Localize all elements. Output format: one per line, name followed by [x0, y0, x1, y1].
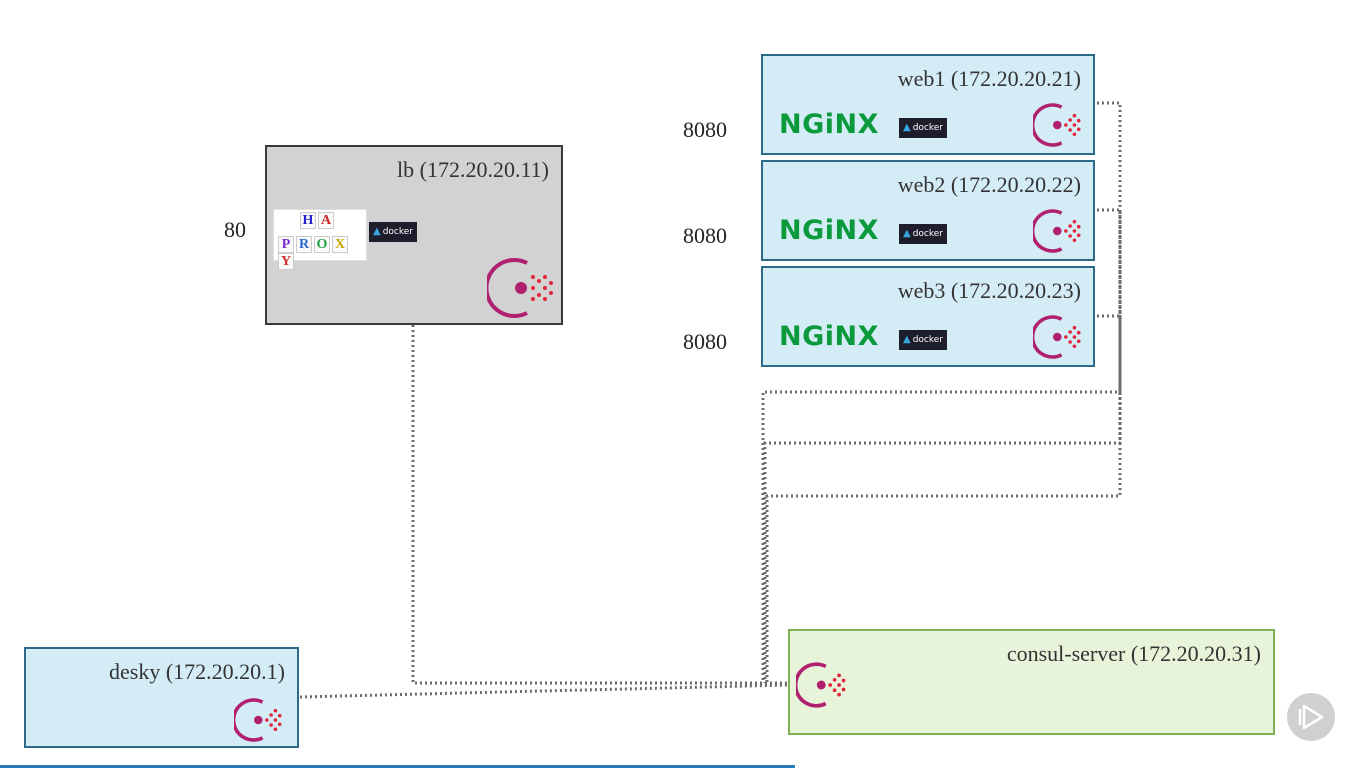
docker-icon: ▲docker — [899, 118, 947, 138]
docker-label: docker — [912, 123, 943, 133]
lb-title: lb (172.20.20.11) — [397, 157, 549, 182]
haproxy-letter: Y — [278, 253, 294, 270]
consul-icon — [1033, 315, 1081, 359]
docker-label: docker — [912, 335, 943, 345]
play-icon — [1298, 704, 1324, 730]
web1-node: web1 (172.20.20.21) NGiNX ▲docker — [761, 54, 1095, 155]
consul-server-title: consul-server (172.20.20.31) — [1006, 641, 1261, 666]
docker-label: docker — [382, 227, 413, 237]
consul-icon — [234, 698, 282, 742]
desky-node: desky (172.20.20.1) — [24, 647, 299, 748]
web3-port: 8080 — [683, 329, 727, 354]
consul-icon — [1033, 209, 1081, 253]
nginx-logo: NGiNX — [779, 215, 879, 246]
nginx-logo: NGiNX — [779, 321, 879, 352]
web3-node: web3 (172.20.20.23) NGiNX ▲docker — [761, 266, 1095, 367]
desky-title: desky (172.20.20.1) — [109, 659, 285, 684]
lb-consul-link — [411, 325, 790, 685]
nginx-logo: NGiNX — [779, 109, 879, 140]
consul-icon — [1033, 103, 1081, 147]
haproxy-letter: O — [314, 236, 330, 253]
consul-icon — [796, 662, 846, 708]
docker-icon: ▲docker — [369, 222, 417, 242]
haproxy-letter: H — [300, 212, 316, 229]
web2-port: 8080 — [683, 223, 727, 248]
consul-icon — [487, 258, 553, 318]
web1-title: web1 (172.20.20.21) — [897, 66, 1081, 91]
haproxy-letter: X — [332, 236, 348, 253]
web2-node: web2 (172.20.20.22) NGiNX ▲docker — [761, 160, 1095, 261]
web2-title: web2 (172.20.20.22) — [897, 172, 1081, 197]
play-button[interactable] — [1287, 693, 1335, 741]
web3-title: web3 (172.20.20.23) — [897, 278, 1081, 303]
haproxy-letter: R — [296, 236, 312, 253]
consul-server-node: consul-server (172.20.20.31) — [788, 629, 1275, 735]
haproxy-letter: P — [278, 236, 294, 253]
web3-consul-link — [765, 314, 1122, 683]
haproxy-letter: A — [318, 212, 334, 229]
docker-label: docker — [912, 229, 943, 239]
web1-port: 8080 — [683, 117, 727, 142]
lb-port: 80 — [224, 217, 246, 242]
video-progress-bar[interactable] — [0, 765, 795, 768]
desky-consul-link — [299, 683, 791, 699]
docker-icon: ▲docker — [899, 330, 947, 350]
docker-icon: ▲docker — [899, 224, 947, 244]
